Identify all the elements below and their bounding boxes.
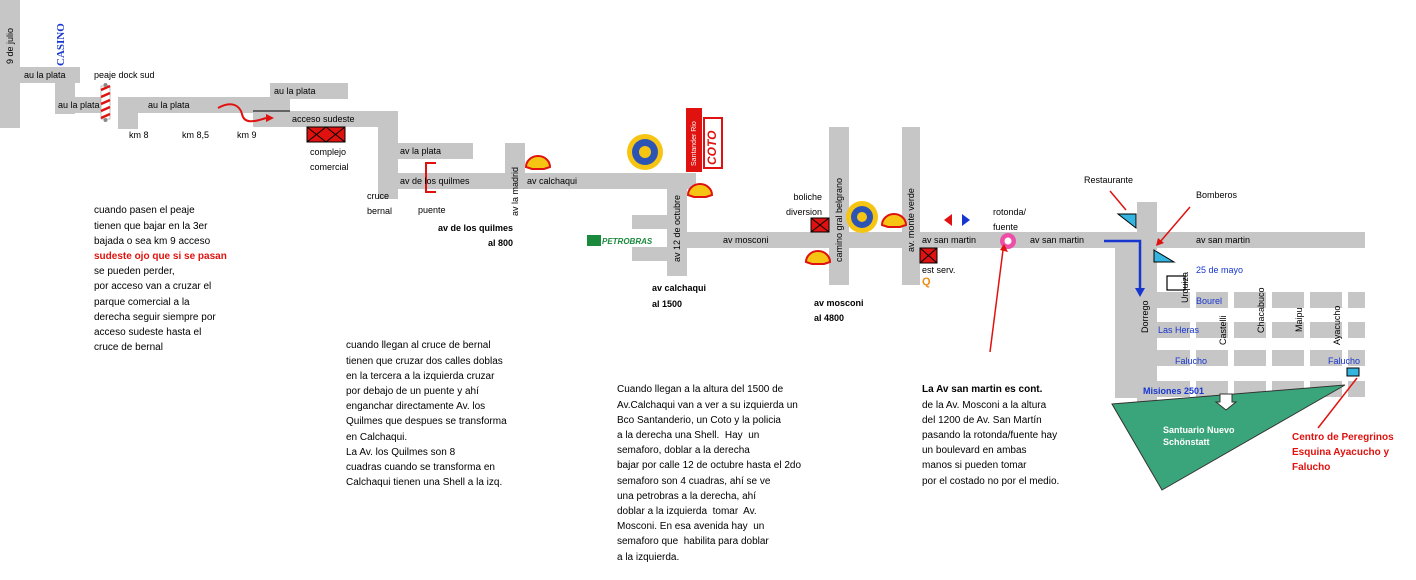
place-label-puente: puente	[418, 205, 446, 215]
road-label: av san martin	[1196, 235, 1251, 245]
place-label-restaurante: Restaurante	[1084, 175, 1134, 185]
bomberos-marker-icon	[1153, 249, 1176, 263]
street-label: Falucho	[1328, 356, 1361, 366]
coto-label: COTO	[705, 130, 719, 165]
road-label: av. monte verde	[906, 188, 916, 252]
casino-logo-icon: CASINO	[55, 23, 67, 66]
final-route-line	[1104, 239, 1142, 290]
road-label: av san martin	[922, 235, 977, 245]
road-label-9-de-julio: 9 de julio	[5, 27, 15, 64]
street-label: Chacabuco	[1256, 287, 1266, 333]
street-label: Dorrego	[1140, 300, 1150, 333]
street-label: Maipu	[1294, 307, 1304, 332]
street-label: 25 de mayo	[1196, 265, 1244, 275]
complejo-marker-icon	[306, 126, 346, 143]
street-label: Ayacucho	[1332, 305, 1342, 345]
santander-label: Santander Rio	[691, 121, 698, 166]
est-serv-marker-icon	[919, 247, 938, 264]
carrefour-q-icon: Q	[922, 276, 931, 288]
road-label: av calchaqui	[527, 176, 578, 186]
town-blocks	[1190, 248, 1348, 398]
road-label: av mosconi	[723, 235, 769, 245]
toll-barrier-icon	[100, 83, 111, 122]
restaurante-marker-icon	[1116, 213, 1137, 230]
street-label-misiones: Misiones 2501	[1143, 386, 1205, 396]
pointer-line	[1159, 206, 1191, 243]
arrowhead-icon	[266, 114, 274, 122]
street-label: Castelli	[1218, 315, 1228, 345]
street-label: Bourel	[1196, 296, 1223, 306]
road-label: au la plata	[148, 100, 190, 110]
petrobras-label: PETROBRAS	[602, 237, 653, 246]
carrefour-logo-icon	[944, 214, 970, 226]
km-label: km 8,5	[182, 130, 210, 140]
note-pointer-line	[989, 249, 1004, 353]
road-network	[0, 0, 1365, 402]
street-label: Urquiza	[1180, 271, 1190, 303]
road-label: av la plata	[400, 146, 442, 156]
route-map	[0, 0, 1365, 491]
arrowhead-icon	[1000, 244, 1008, 252]
km-label: km 8	[129, 130, 149, 140]
petrobras-logo-icon	[587, 235, 601, 246]
bridge-bracket-icon	[425, 162, 436, 193]
place-label-est-serv: est serv.	[922, 265, 956, 275]
road-label: au la plata	[58, 100, 100, 110]
road-label: av de los quilmes	[400, 176, 470, 186]
km-label: km 9	[237, 130, 257, 140]
place-label-bomberos: Bomberos	[1196, 190, 1238, 200]
note-san-martin: La Av san martin es cont.de la Av. Mosco…	[922, 384, 1060, 487]
shell-logo-icon	[524, 155, 908, 265]
road-label: au la plata	[24, 70, 66, 80]
arrowhead-icon	[1156, 238, 1164, 246]
road-label: av 12 de octubre	[672, 194, 682, 262]
centro-marker-icon	[1346, 367, 1360, 377]
toll-label: peaje dock sud	[94, 70, 155, 80]
road-label: av la madrid	[510, 166, 520, 216]
police-badge-icon	[627, 134, 878, 233]
street-label: Las Heras	[1158, 325, 1200, 335]
block-marker	[1166, 275, 1186, 291]
place-label-rotonda: rotonda/fuente	[993, 207, 1027, 232]
santander-coto-logo-icon	[686, 108, 723, 172]
street-label: Falucho	[1175, 356, 1208, 366]
road-label: acceso sudeste	[292, 114, 355, 124]
road-label: av san martin	[1030, 235, 1085, 245]
road-label: au la plata	[274, 86, 316, 96]
arrowhead-icon	[1135, 288, 1145, 297]
pointer-line	[1317, 377, 1358, 429]
exit-route-arrow	[217, 103, 267, 123]
road-label: camino gral belgrano	[834, 177, 844, 262]
pointer-line	[1109, 190, 1127, 211]
entrance-arrow-icon	[1214, 393, 1238, 411]
boliche-marker-icon	[810, 217, 830, 233]
